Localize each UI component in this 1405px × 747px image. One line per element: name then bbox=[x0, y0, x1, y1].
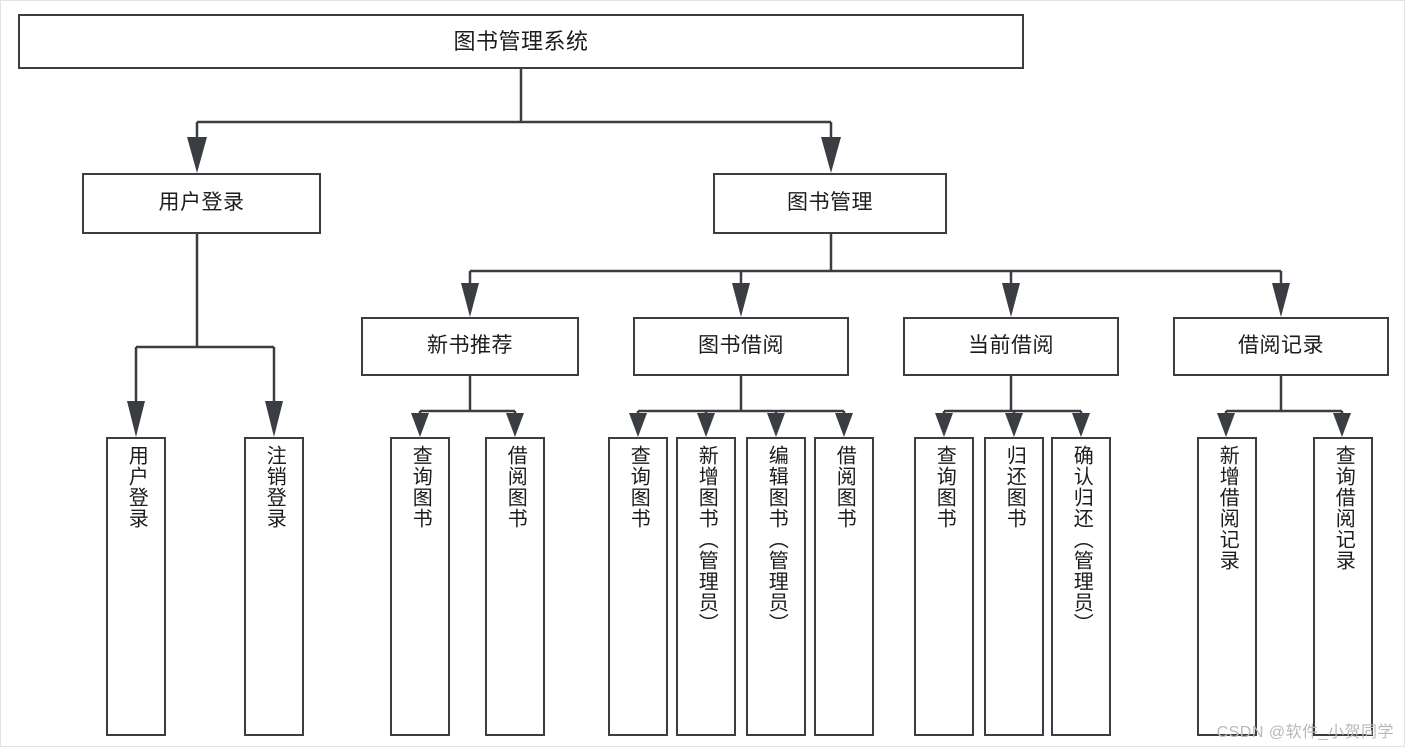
node-leaf-nb-query-book-label: 查询图书 bbox=[409, 445, 432, 529]
arrow-cb-leaf-2 bbox=[1005, 413, 1023, 437]
node-leaf-bb-query-book[interactable]: 查询图书 bbox=[608, 437, 668, 736]
arrow-to-borrow-record bbox=[1272, 283, 1290, 317]
arrow-br-leaf-1 bbox=[1217, 413, 1235, 437]
node-leaf-nb-borrow-book-label: 借阅图书 bbox=[504, 445, 527, 529]
node-leaf-nb-borrow-book[interactable]: 借阅图书 bbox=[485, 437, 545, 736]
node-leaf-bb-edit-book-label: 编辑图书（管理员） bbox=[765, 445, 788, 634]
arrow-to-user-login bbox=[187, 137, 207, 173]
node-leaf-bb-add-book-label: 新增图书（管理员） bbox=[695, 445, 718, 634]
node-leaf-cb-return-book[interactable]: 归还图书 bbox=[984, 437, 1044, 736]
node-leaf-user-login[interactable]: 用户登录 bbox=[106, 437, 166, 736]
arrow-bb-leaf-3 bbox=[767, 413, 785, 437]
arrow-cb-leaf-3 bbox=[1072, 413, 1090, 437]
arrow-nb-leaf-2 bbox=[506, 413, 524, 437]
node-leaf-br-query-record-label: 查询借阅记录 bbox=[1332, 445, 1355, 571]
node-leaf-cb-confirm-return[interactable]: 确认归还（管理员） bbox=[1051, 437, 1111, 736]
arrow-to-new-book bbox=[461, 283, 479, 317]
node-leaf-user-login-label: 用户登录 bbox=[125, 445, 148, 529]
node-leaf-cb-query-book-label: 查询图书 bbox=[933, 445, 956, 529]
node-leaf-bb-borrow-book-label: 借阅图书 bbox=[833, 445, 856, 529]
node-leaf-logout-label: 注销登录 bbox=[263, 445, 286, 529]
node-leaf-cb-query-book[interactable]: 查询图书 bbox=[914, 437, 974, 736]
csdn-watermark: CSDN @软件_小贺同学 bbox=[1216, 724, 1394, 741]
node-current-borrow-label: 当前借阅 bbox=[968, 334, 1054, 358]
arrow-to-leaf-user-login bbox=[127, 401, 145, 437]
arrow-nb-leaf-1 bbox=[411, 413, 429, 437]
node-book-manage[interactable]: 图书管理 bbox=[713, 173, 947, 234]
node-leaf-br-add-record[interactable]: 新增借阅记录 bbox=[1197, 437, 1257, 736]
node-leaf-bb-query-book-label: 查询图书 bbox=[627, 445, 650, 529]
node-root-label: 图书管理系统 bbox=[453, 28, 589, 54]
node-root[interactable]: 图书管理系统 bbox=[18, 14, 1024, 69]
node-book-borrow[interactable]: 图书借阅 bbox=[633, 317, 849, 376]
arrow-to-leaf-logout bbox=[265, 401, 283, 437]
node-current-borrow[interactable]: 当前借阅 bbox=[903, 317, 1119, 376]
node-leaf-br-add-record-label: 新增借阅记录 bbox=[1216, 445, 1239, 571]
arrow-to-book-borrow bbox=[732, 283, 750, 317]
node-leaf-bb-edit-book[interactable]: 编辑图书（管理员） bbox=[746, 437, 806, 736]
node-leaf-bb-borrow-book[interactable]: 借阅图书 bbox=[814, 437, 874, 736]
node-leaf-nb-query-book[interactable]: 查询图书 bbox=[390, 437, 450, 736]
arrow-br-leaf-2 bbox=[1333, 413, 1351, 437]
arrow-bb-leaf-4 bbox=[835, 413, 853, 437]
node-new-book-recommend-label: 新书推荐 bbox=[427, 334, 513, 358]
node-leaf-cb-return-book-label: 归还图书 bbox=[1003, 445, 1026, 529]
node-book-borrow-label: 图书借阅 bbox=[698, 334, 784, 358]
node-user-login-label: 用户登录 bbox=[158, 191, 245, 215]
node-leaf-bb-add-book[interactable]: 新增图书（管理员） bbox=[676, 437, 736, 736]
node-borrow-record-label: 借阅记录 bbox=[1238, 334, 1324, 358]
node-leaf-logout[interactable]: 注销登录 bbox=[244, 437, 304, 736]
node-leaf-cb-confirm-return-label: 确认归还（管理员） bbox=[1070, 445, 1093, 634]
arrow-bb-leaf-1 bbox=[629, 413, 647, 437]
node-borrow-record[interactable]: 借阅记录 bbox=[1173, 317, 1389, 376]
arrow-cb-leaf-1 bbox=[935, 413, 953, 437]
arrow-to-current-borrow bbox=[1002, 283, 1020, 317]
node-user-login[interactable]: 用户登录 bbox=[82, 173, 321, 234]
node-new-book-recommend[interactable]: 新书推荐 bbox=[361, 317, 579, 376]
node-leaf-br-query-record[interactable]: 查询借阅记录 bbox=[1313, 437, 1373, 736]
node-book-manage-label: 图书管理 bbox=[787, 191, 873, 215]
arrow-to-book-manage bbox=[821, 137, 841, 173]
arrow-bb-leaf-2 bbox=[697, 413, 715, 437]
